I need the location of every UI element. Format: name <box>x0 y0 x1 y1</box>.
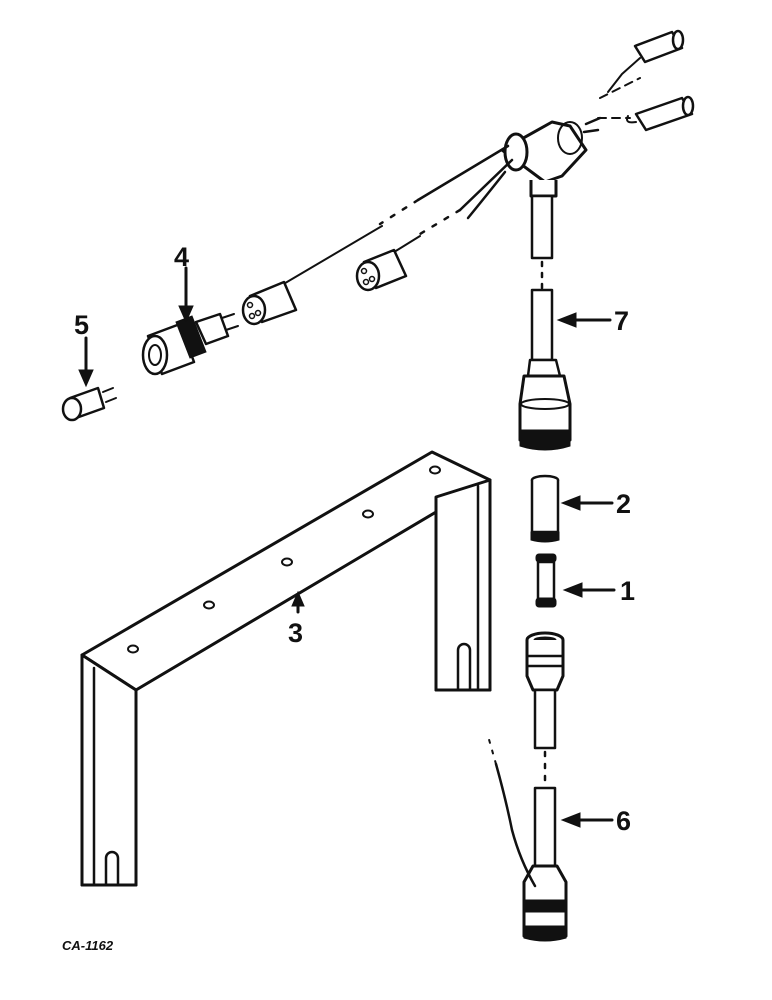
figure-code: CA-1162 <box>62 938 114 953</box>
callout-4: 4 <box>174 242 189 272</box>
bracket-holes <box>127 465 441 654</box>
callout-6: 6 <box>616 806 631 836</box>
fuse-holder-part-6 <box>487 631 568 942</box>
pigtail-connectors <box>597 29 695 132</box>
callout-2: 2 <box>616 489 631 519</box>
leader-arrows <box>78 266 616 828</box>
fuse-part-1 <box>535 553 557 608</box>
callout-7: 7 <box>614 306 629 336</box>
callout-5: 5 <box>74 310 89 340</box>
bulb-part-5 <box>61 386 117 422</box>
round-connector-right <box>355 248 408 292</box>
socket-part-4 <box>141 312 239 376</box>
round-connector-left <box>241 280 298 326</box>
bracket-part-3 <box>80 450 492 887</box>
fuse-cap-part-2 <box>530 474 560 543</box>
callout-1: 1 <box>620 576 635 606</box>
callout-3: 3 <box>288 618 303 648</box>
harness-part-7 <box>241 29 695 451</box>
